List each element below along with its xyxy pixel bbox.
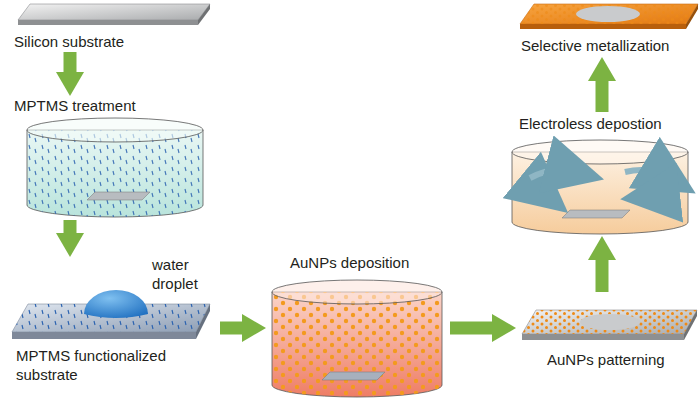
- step-label: MPTMS functionalized substrate: [16, 346, 186, 384]
- process-step: Silicon substrate: [10, 2, 210, 52]
- process-arrow: [64, 52, 77, 72]
- step-label: AuNPs patterning: [547, 350, 697, 369]
- step-label: Selective metallization: [521, 36, 699, 55]
- process-arrow: [596, 260, 609, 292]
- process-arrow: [64, 220, 77, 233]
- process-step: AuNPs patterning: [515, 292, 697, 372]
- process-step: AuNPs deposition: [265, 250, 450, 405]
- step-label: Electroless depostion: [519, 114, 694, 133]
- step-label: Silicon substrate: [14, 32, 204, 51]
- process-step: MPTMS treatment: [10, 95, 215, 220]
- process-arrow: [450, 322, 492, 335]
- process-arrow: [596, 81, 609, 112]
- step-label: MPTMS treatment: [14, 96, 209, 115]
- process-step: Electroless depostion: [505, 112, 697, 237]
- step-label: AuNPs deposition: [290, 253, 450, 272]
- process-step: Selective metallization: [515, 0, 699, 58]
- callout-label: water droplet: [152, 255, 214, 293]
- process-arrow: [220, 322, 242, 335]
